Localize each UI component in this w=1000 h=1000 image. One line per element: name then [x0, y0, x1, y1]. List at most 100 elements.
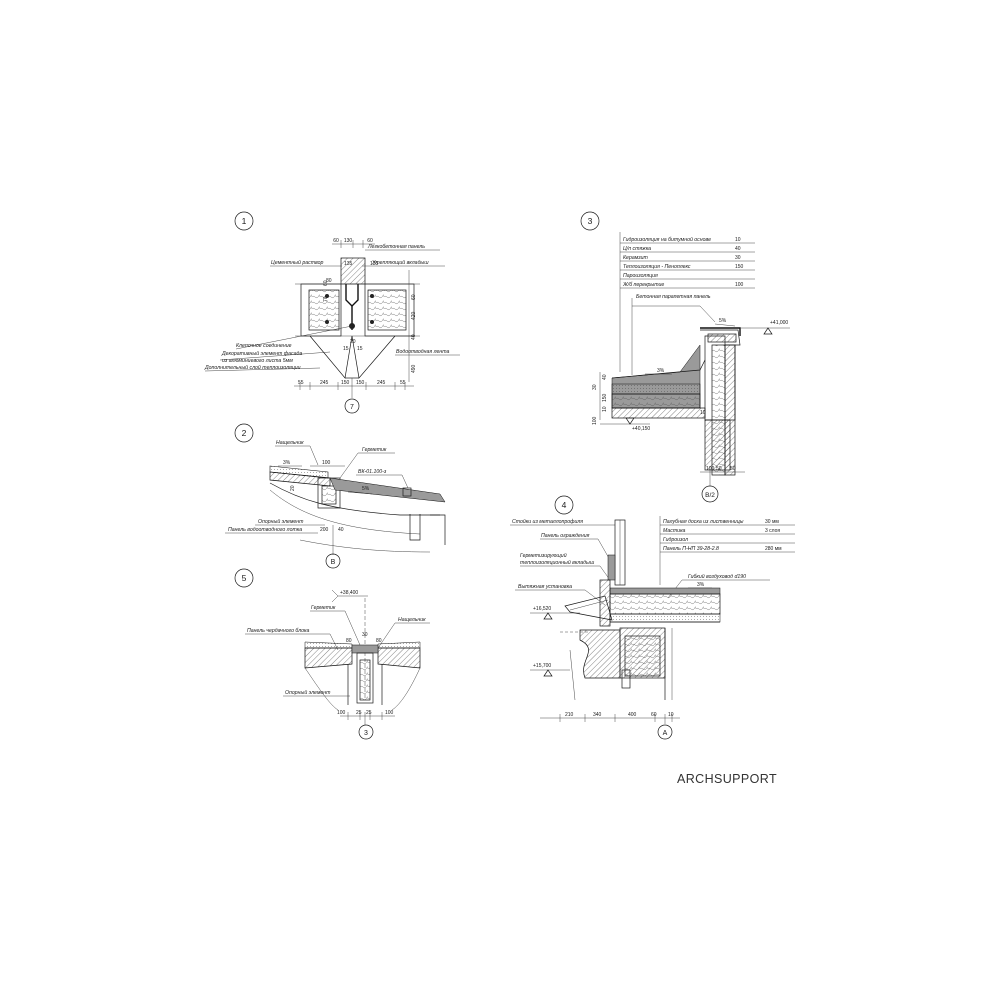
d4-layer-1-value: 30 мм [765, 519, 779, 525]
d5-label-attic: Панель чердачного блока [247, 628, 309, 634]
d3-layer-4-name: Теплоизоляция - Пеноплекс [623, 264, 691, 270]
detail-5-number: 5 [242, 573, 247, 583]
d3-bottom-dim-3: 50 [730, 466, 736, 472]
detail-3: 3 Гидроизоляция на битумной основе 10 Ц/… [580, 211, 790, 503]
d5-dim-30: 30 [362, 632, 368, 638]
d5-slab-left [304, 647, 353, 669]
d4-layer-4-name: Панель П-НП 39-28-2.8 [663, 546, 719, 552]
d1-v60: 60 [411, 294, 417, 300]
d3-slope-b: 3% [657, 368, 665, 374]
d5-label-herm: Герметик [311, 605, 336, 611]
d2-gutter-tray [329, 477, 446, 503]
d4-layer-4-value: 280 мм [765, 546, 782, 552]
d5-bottom-dim-1: 100 [337, 710, 346, 716]
detail-4: 4 Палубная доска из лиственницы 30 мм Ма… [510, 495, 795, 740]
d1-fin-left [309, 335, 353, 379]
d1-label-insert: Утепляющий вкладыш [372, 259, 429, 266]
detail-4-number: 4 [562, 500, 567, 510]
d1-joint [345, 284, 359, 307]
d4-layer-3-name: Гидроизол [663, 537, 688, 543]
d5-axis-ref: 3 [364, 730, 368, 737]
d4-deck-board [609, 587, 721, 595]
d1-dim-135a: 135 [344, 261, 353, 267]
d5-dim-80b: 80 [376, 638, 382, 644]
d2-label-herm: Герметик [362, 447, 387, 453]
d5-support-element [356, 652, 374, 704]
d3-layer-4-value: 150 [735, 264, 744, 270]
detail-3-number: 3 [588, 216, 593, 226]
d2-downpipe [409, 514, 421, 541]
d4-layer-2-value: 3 слоя [765, 528, 780, 534]
d4-bottom-dim-2: 340 [593, 712, 602, 718]
d2-slope-1: 3% [283, 460, 291, 466]
d3-layer-table: Гидроизоляция на битумной основе 10 Ц/п … [619, 232, 755, 372]
d1-v70: 70 [323, 296, 329, 302]
d5-slab-right [377, 647, 421, 669]
d1-top-dim-1: 60 [333, 238, 339, 244]
detail-4-marker [554, 495, 574, 515]
d3-axis-marker [701, 485, 719, 503]
d5-label-nasch: Нащельник [398, 617, 426, 623]
d1-bottom-dim-5: 245 [377, 380, 386, 386]
d2-label-bk: ВК-01.100-з [358, 469, 387, 475]
d4-exhaust-unit [564, 595, 613, 621]
d1-axis-marker [344, 398, 360, 414]
d1-v490: 490 [411, 364, 417, 373]
detail-2-marker [234, 423, 254, 443]
d4-slope: 3% [697, 582, 705, 588]
d1-bottom-dim-1: 55 [298, 380, 304, 386]
d2-label-nasch: Нащельник [276, 440, 304, 446]
d3-insulation [611, 393, 701, 409]
d3-v-dim-4: 10 [602, 406, 608, 412]
d3-level-top: +41,000 [770, 320, 788, 326]
detail-1: 1 60 130 60 60 420 40 490 60 70 135 [204, 211, 460, 414]
d3-slab [611, 407, 706, 419]
d3-v-dim-3: 150 [602, 393, 608, 402]
d3-bottom-dim-1: 100 [706, 466, 715, 472]
d4-label-seal-2: теплоизоляционный вкладыш [520, 559, 595, 566]
d3-layer-5-name: Пароизоляция [623, 273, 658, 279]
d1-dim-80: 80 [326, 278, 332, 284]
d3-slope-a: 5% [719, 318, 727, 324]
d4-bottom-dim-1: 210 [565, 712, 574, 718]
d4-corbel [579, 629, 621, 679]
d3-layer-1-value: 10 [735, 237, 741, 243]
d1-label-panel: Легкобетонная панель [367, 244, 425, 250]
d1-bottom-dim-3: 150 [341, 380, 350, 386]
d5-bottom-dim-2: 25 [356, 710, 362, 716]
d2-axis-marker [325, 553, 341, 569]
d1-top-dim-2: 130 [344, 238, 353, 244]
d5-dim-80a: 80 [346, 638, 352, 644]
d5-bottom-dim-3: 25 [366, 710, 372, 716]
d4-bottom-dim-4: 60 [651, 712, 657, 718]
d3-bottom-dim-2: 50 [716, 466, 722, 472]
d3-wall [704, 419, 731, 471]
d3-v-dim-2: 40 [602, 374, 608, 380]
detail-2-number: 2 [242, 428, 247, 438]
d4-level-1: +16,520 [533, 606, 551, 612]
d3-layer-2-value: 40 [735, 246, 741, 252]
d1-bottom-dim-6: 55 [400, 380, 406, 386]
d3-layer-1-name: Гидроизоляция на битумной основе [623, 236, 711, 243]
d1-insulation-left [308, 289, 340, 331]
d2-support-block [317, 477, 341, 509]
d3-screed [611, 383, 701, 395]
d2-slope-2: 5% [362, 486, 370, 492]
d4-label-duct: Гибкий воздуховод d190 [688, 573, 746, 580]
d4-bottom-dim-3: 400 [628, 712, 637, 718]
d1-dim-135b: 135 [370, 261, 379, 267]
d1-label-rivet: Клепочное соединение [236, 343, 292, 349]
d1-label-gutter: Водоотводная лента [396, 349, 450, 355]
d3-axis-ref: В/2 [705, 492, 715, 499]
d2-label-gutter-panel: Панель водоотводного лотка [228, 527, 302, 533]
detail-1-marker [234, 211, 254, 231]
d5-level: +38,400 [340, 590, 358, 596]
d2-label-support: Опорный элемент [258, 518, 304, 525]
detail-3-marker [580, 211, 600, 231]
d1-label-mortar: Цементный раствор [271, 259, 323, 266]
d1-bottom-dim-2: 245 [320, 380, 329, 386]
d4-layer-table: Палубная доска из лиственницы 30 мм Маст… [659, 516, 795, 585]
d4-label-seal-1: Герметизирующий [520, 552, 567, 559]
d1-label-decor1: Декоративный элемент фасада [221, 350, 302, 357]
